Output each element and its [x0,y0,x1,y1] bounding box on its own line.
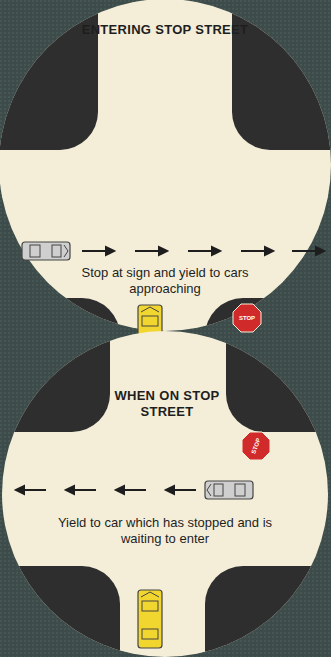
panel-heading: ENTERING STOP STREET [80,22,250,38]
corner-block [226,200,331,432]
direction-arrows [16,486,196,494]
corner-blocks [0,200,331,657]
corner-block [0,200,110,432]
corner-block [0,566,120,657]
corner-block [205,566,331,657]
stop-sign [233,304,261,332]
instruction-text: Yield to car which has stopped and is wa… [45,515,285,548]
direction-arrows [82,247,324,255]
grey-car [205,481,253,499]
stop-sign [242,432,270,460]
panel-heading: WHEN ON STOP STREET [102,388,232,421]
instruction-text: Stop at sign and yield to cars approachi… [50,265,280,298]
grey-car [22,242,70,260]
yellow-car [138,590,162,648]
sign-text: STOP [235,315,259,321]
